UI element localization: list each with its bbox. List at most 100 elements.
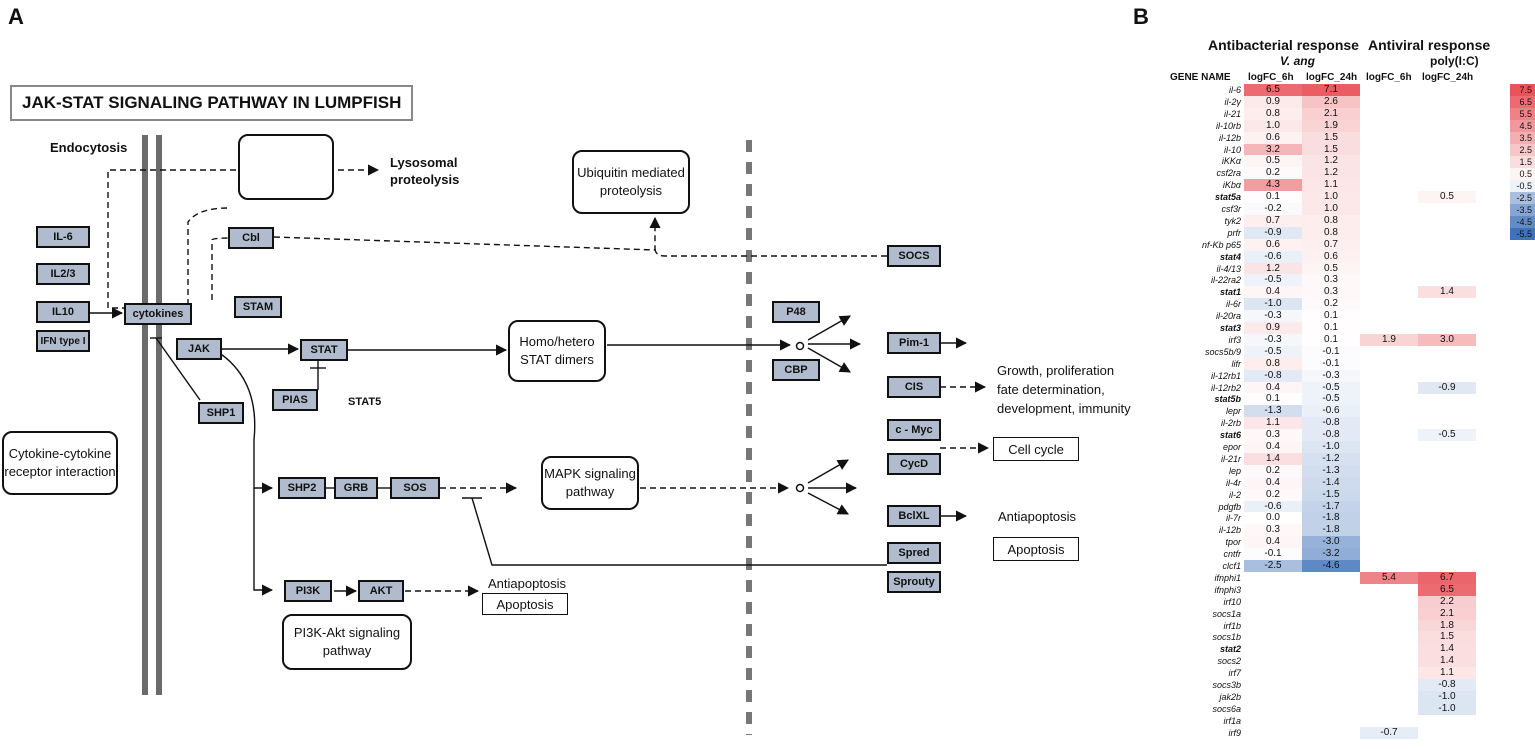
- gene-name-label: irf10: [1223, 596, 1241, 607]
- gene-name-label: stat1: [1219, 287, 1241, 298]
- heatmap-cell: -0.6: [1244, 500, 1302, 513]
- endocytosis-label: Endocytosis: [50, 140, 128, 155]
- gene-name-label: stat4: [1219, 251, 1241, 262]
- heatmap-cell: 3.2: [1244, 143, 1302, 156]
- gene-name-label: il-6: [1228, 85, 1241, 95]
- gene-akt: AKT: [358, 580, 404, 602]
- heatmap-cell: 0.9: [1244, 95, 1302, 108]
- gene-name-label: stat2: [1219, 644, 1241, 655]
- gene-name-label: irf1a: [1223, 715, 1241, 726]
- gene-cmyc: c - Myc: [887, 419, 941, 441]
- heatmap-cell: 0.8: [1302, 214, 1360, 227]
- gene-name-label: tyk2: [1224, 215, 1241, 226]
- gene-pi3k: PI3K: [284, 580, 332, 602]
- panel-b-letter: B: [1133, 4, 1149, 29]
- gene-name-label: csf3r: [1221, 204, 1241, 214]
- gene-shp2: SHP2: [278, 477, 326, 499]
- heatmap-cell: 1.0: [1302, 203, 1360, 215]
- heatmap-cell: 1.8: [1418, 619, 1476, 632]
- gene-name-label: il-2γ: [1224, 96, 1241, 107]
- heatmap-cell: -0.9: [1418, 381, 1476, 394]
- gene-name-label: nf-Kb p65: [1201, 239, 1241, 250]
- heatmap-cell: 1.5: [1302, 143, 1360, 156]
- gene-name-label: il-2rb: [1220, 418, 1241, 429]
- heatmap-cell: -1.0: [1302, 441, 1360, 453]
- ubiquitin-box: Ubiquitin mediated proteolysis: [572, 150, 690, 214]
- heatmap-cell: 0.7: [1244, 214, 1302, 227]
- heatmap-cell: 6.5: [1244, 84, 1302, 96]
- gene-name-label: lepr: [1225, 406, 1241, 417]
- gene-name-label: socs3b: [1212, 680, 1241, 690]
- gene-name-label: il-12b: [1218, 525, 1241, 536]
- antiviral-header: Antiviral response: [1368, 37, 1491, 53]
- heatmap-cell: 0.5: [1244, 155, 1302, 168]
- gene-name-label: il-12rb2: [1210, 382, 1241, 393]
- legend-swatch: 2.5: [1510, 144, 1535, 156]
- antiapoptosis-right-label: Antiapoptosis: [998, 509, 1077, 524]
- gene-name-label: socs1a: [1212, 608, 1241, 619]
- heatmap-cell: -0.8: [1302, 417, 1360, 430]
- heatmap-cell: 2.1: [1302, 107, 1360, 120]
- heatmap-cell: -0.3: [1244, 333, 1302, 346]
- heatmap-cell: 1.2: [1302, 167, 1360, 180]
- gene-sos: SOS: [390, 477, 440, 499]
- heatmap-cell: 1.2: [1302, 155, 1360, 168]
- legend-swatch: 3.5: [1510, 132, 1535, 144]
- gene-name-label: il-22ra2: [1210, 275, 1241, 286]
- heatmap-cell: -1.8: [1302, 524, 1360, 537]
- gene-name-label: prfr: [1227, 227, 1242, 238]
- gene-name-label: tpor: [1225, 537, 1241, 548]
- legend-swatch: 4.5: [1510, 120, 1535, 132]
- gene-jak: JAK: [176, 338, 222, 360]
- col-header-av-6h: logFC_6h: [1366, 72, 1412, 83]
- heatmap-cell: 5.4: [1360, 571, 1418, 584]
- heatmap-cell: -2.5: [1244, 560, 1302, 572]
- heatmap-cell: 0.5: [1418, 191, 1476, 204]
- heatmap-cell: 3.0: [1418, 333, 1476, 346]
- antibacterial-sub: V. ang: [1280, 54, 1315, 68]
- gene-name-label: lifr: [1231, 358, 1242, 369]
- gene-name-label: il-21r: [1220, 453, 1241, 464]
- heatmap-cell: 1.2: [1244, 262, 1302, 275]
- heatmap-cell: 0.6: [1244, 131, 1302, 144]
- gene-name-label: csf2ra: [1216, 168, 1241, 179]
- heatmap-cell: 0.2: [1302, 298, 1360, 311]
- heatmap-cell: -0.3: [1244, 310, 1302, 323]
- col-header-ab-24h: logFC_24h: [1306, 72, 1358, 83]
- gene-cytokines: cytokines: [124, 303, 192, 325]
- gene-name-label: socs6a: [1212, 703, 1241, 714]
- legend-swatch: -3.5: [1510, 204, 1535, 216]
- heatmap-cell: -1.0: [1244, 298, 1302, 311]
- legend-swatch: 6.5: [1510, 96, 1535, 108]
- gene-p48: P48: [772, 301, 820, 323]
- heatmap-cell: -0.6: [1244, 250, 1302, 263]
- heatmap-cell: 1.9: [1360, 333, 1418, 346]
- heatmap-cell: -0.2: [1244, 203, 1302, 215]
- heatmap-cell: 0.3: [1244, 429, 1302, 442]
- gene-name-label: ifnphi1: [1214, 572, 1241, 583]
- gene-name-label: stat6: [1219, 430, 1241, 441]
- heatmap-cell: 0.8: [1302, 226, 1360, 239]
- gene-name-label: il-21: [1223, 108, 1241, 119]
- gene-pim1: Pim-1: [887, 332, 941, 354]
- heatmap-cell: 1.0: [1302, 191, 1360, 204]
- heatmap-cell: 0.6: [1302, 250, 1360, 263]
- heatmap-cell: 0.3: [1302, 286, 1360, 299]
- heatmap-cell: -0.8: [1418, 679, 1476, 691]
- gene-bclxl: BclXL: [887, 505, 941, 527]
- gene-name-label: irf9: [1228, 727, 1241, 738]
- heatmap-cell: -0.5: [1244, 274, 1302, 287]
- heatmap-cell: 1.4: [1244, 452, 1302, 465]
- heatmap-cell: -0.8: [1244, 369, 1302, 382]
- heatmap-cell: -0.1: [1302, 357, 1360, 370]
- gene-name-label: il-2: [1228, 489, 1241, 500]
- col-header-ab-6h: logFC_6h: [1248, 72, 1294, 83]
- gene-name-label: il-7r: [1226, 513, 1241, 524]
- gene-socs: SOCS: [887, 245, 941, 267]
- lysosomal-label: Lysosomal proteolysis: [390, 155, 460, 187]
- heatmap-cell: -1.4: [1302, 476, 1360, 489]
- gene-name-label: irf1b: [1223, 620, 1241, 631]
- heatmap-cell: 0.0: [1244, 512, 1302, 525]
- gene-name-label: ifnphi3: [1214, 584, 1241, 595]
- pi3k-akt-box: PI3K-Akt signaling pathway: [282, 614, 412, 670]
